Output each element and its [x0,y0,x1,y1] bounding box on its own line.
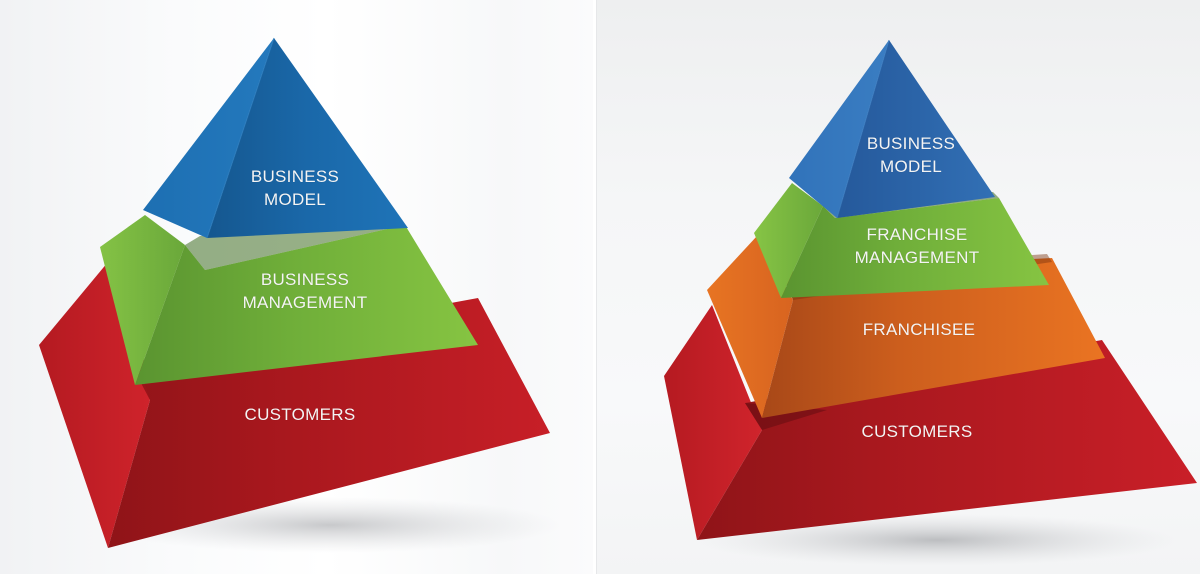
left-business-management-line2: MANAGEMENT [242,293,368,312]
left-business-model-line1: BUSINESS [250,167,340,186]
right-tier-franchisee-label: FRANCHISEE [863,318,976,341]
right-franchisee-line1: FRANCHISEE [862,320,976,339]
right-tier-business-model-label: BUSINESS MODEL [867,132,955,178]
right-business-model-line2: MODEL [880,157,942,176]
right-franchise-management-line1: FRANCHISE [866,225,968,244]
right-franchise-management-line2: MANAGEMENT [854,248,980,267]
right-tier-model-shape [789,39,995,219]
right-customers-line1: CUSTOMERS [861,422,973,441]
left-customers-line1: CUSTOMERS [244,405,356,424]
right-tier-franchise-management-label: FRANCHISE MANAGEMENT [855,223,980,269]
left-tier-customers-label: CUSTOMERS [244,403,355,426]
left-tier-management-shape [100,215,478,385]
right-business-model-line1: BUSINESS [866,134,956,153]
left-pyramid-graphic [39,37,560,553]
right-pyramid-panel: BUSINESS MODEL FRANCHISE MANAGEMENT FRAN… [596,0,1200,574]
left-tier-business-model-label: BUSINESS MODEL [251,165,339,211]
left-tier-business-management-label: BUSINESS MANAGEMENT [243,268,368,314]
left-business-management-line1: BUSINESS [260,270,350,289]
left-pyramid-panel: BUSINESS MODEL BUSINESS MANAGEMENT CUSTO… [0,0,593,574]
left-business-model-line2: MODEL [264,190,326,209]
left-tier-model-shape [143,37,408,239]
right-pyramid-graphic [664,39,1197,566]
right-floor-shadow [697,514,1177,566]
right-tier-customers-label: CUSTOMERS [861,420,972,443]
